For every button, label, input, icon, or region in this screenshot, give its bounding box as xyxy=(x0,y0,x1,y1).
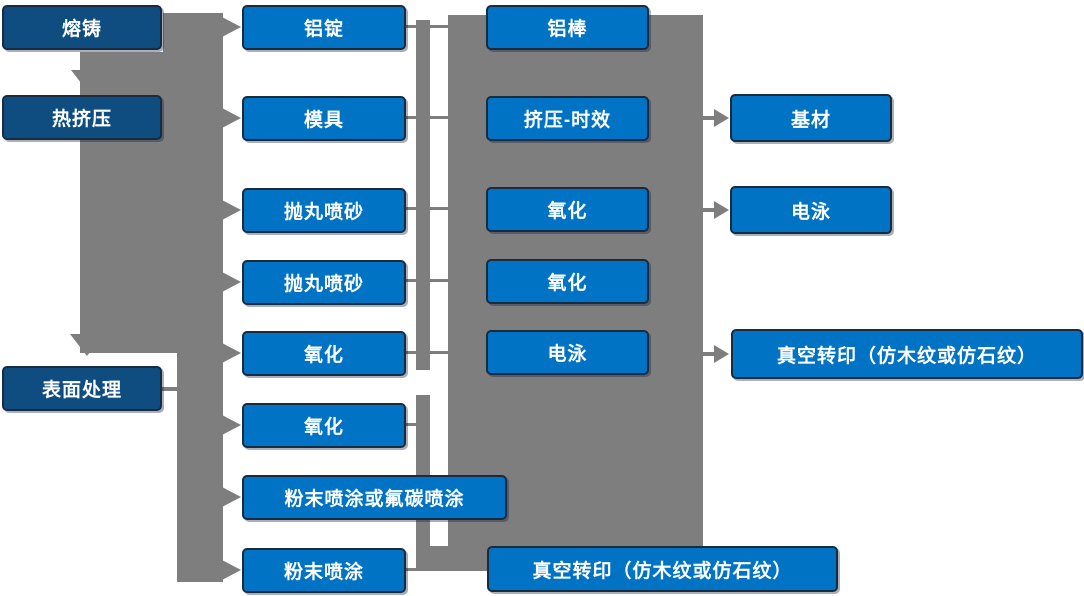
arrow-right-icon xyxy=(222,415,241,435)
arrow-right-icon xyxy=(714,109,729,127)
node-surface-treatment: 表面处理 xyxy=(2,366,162,411)
connector-output-shaft xyxy=(703,352,715,356)
connector-stub-bottom xyxy=(406,568,487,571)
node-extrusion-aging: 挤压-时效 xyxy=(486,96,649,141)
connector-stub-row4 xyxy=(406,279,448,282)
connector-stub-row5 xyxy=(406,351,448,354)
node-oxidation-4: 氧化 xyxy=(486,259,649,304)
connector-output-shaft xyxy=(703,208,715,212)
arrow-right-icon xyxy=(222,200,241,220)
node-oxidation-2: 氧化 xyxy=(242,403,406,448)
connector-left-band-lower xyxy=(177,353,223,582)
connector-stub-row1 xyxy=(406,25,448,28)
node-hot-extrusion: 热挤压 xyxy=(2,95,162,140)
arrow-right-icon xyxy=(222,560,241,580)
node-aluminum-rod: 铝棒 xyxy=(486,5,649,50)
connector-mid-band-upper xyxy=(416,20,430,370)
arrow-right-icon xyxy=(222,343,241,363)
node-electrophoresis-2: 电泳 xyxy=(730,186,892,234)
node-shot-blasting-1: 抛丸喷砂 xyxy=(242,188,406,233)
node-melting-casting: 熔铸 xyxy=(2,5,162,50)
arrow-right-icon xyxy=(222,272,241,292)
arrow-right-icon xyxy=(222,17,241,37)
node-oxidation-3: 氧化 xyxy=(486,187,649,232)
connector-stub-row2 xyxy=(406,116,448,119)
node-powder-coating: 粉末喷涂 xyxy=(242,548,406,593)
arrow-down-icon xyxy=(71,70,105,92)
connector-left-band-top xyxy=(163,13,223,53)
arrow-down-icon xyxy=(70,334,104,356)
node-mold: 模具 xyxy=(242,96,406,141)
node-vacuum-transfer-print-bottom: 真空转印（仿木纹或仿石纹） xyxy=(487,546,838,592)
arrow-right-icon xyxy=(222,108,241,128)
node-aluminum-ingot: 铝锭 xyxy=(242,5,406,50)
node-shot-blasting-2: 抛丸喷砂 xyxy=(242,260,406,305)
connector-output-shaft xyxy=(703,116,715,120)
node-base-material: 基材 xyxy=(730,94,892,142)
connector-stub-row3 xyxy=(406,207,448,210)
connector-surface-treatment-line xyxy=(161,387,180,391)
arrow-right-icon xyxy=(714,345,729,363)
connector-bottom-block xyxy=(430,546,488,570)
node-oxidation-1: 氧化 xyxy=(242,331,406,376)
node-powder-or-fluorocarbon-coating: 粉末喷涂或氟碳喷涂 xyxy=(242,475,507,520)
arrow-right-icon xyxy=(222,487,241,507)
arrow-right-icon xyxy=(714,201,729,219)
node-electrophoresis-1: 电泳 xyxy=(486,330,649,375)
node-vacuum-transfer-print-right: 真空转印（仿木纹或仿石纹） xyxy=(731,329,1083,379)
connector-stub-row6 xyxy=(406,423,430,426)
